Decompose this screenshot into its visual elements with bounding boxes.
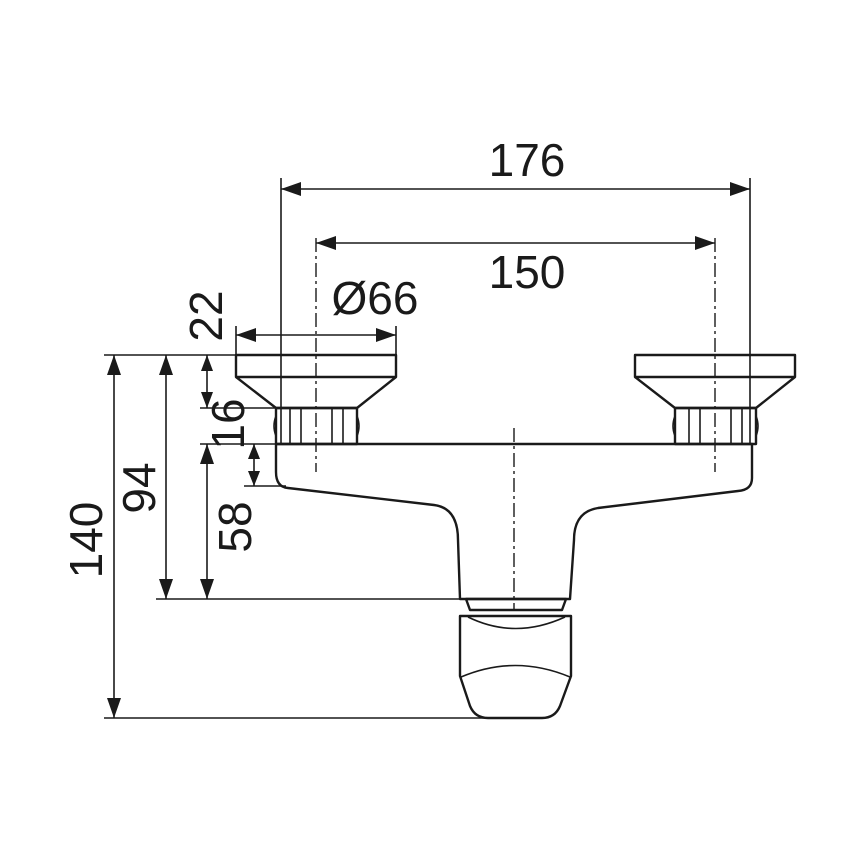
dimension-labels: 176 150 Ø66 22 16 58 94 140	[60, 134, 565, 578]
label-94: 94	[113, 462, 165, 513]
label-176: 176	[489, 134, 566, 186]
dimension-66	[236, 328, 396, 342]
center-lines	[315, 238, 716, 610]
label-22: 22	[180, 290, 232, 341]
label-140: 140	[60, 502, 112, 579]
extension-lines	[104, 178, 751, 719]
faucet-outline	[234, 353, 797, 720]
dimension-176	[281, 182, 750, 196]
dimension-58	[200, 444, 214, 599]
dimension-150	[316, 236, 715, 250]
dimension-94	[159, 355, 173, 599]
label-150: 150	[489, 246, 566, 298]
label-58: 58	[209, 501, 261, 552]
label-16: 16	[202, 398, 254, 449]
label-diameter-66: Ø66	[332, 272, 419, 324]
dimension-16	[248, 444, 260, 486]
right-nut	[672, 406, 759, 446]
dimension-22	[201, 355, 213, 408]
spout-outlet	[458, 597, 573, 720]
dimension-140	[107, 355, 121, 718]
